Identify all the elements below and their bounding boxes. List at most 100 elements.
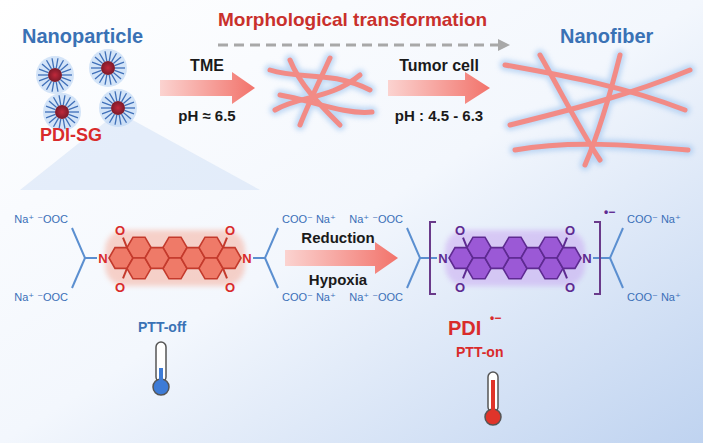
particle-spike <box>60 79 68 85</box>
atom-label: N <box>98 252 107 265</box>
particle-spike <box>102 110 111 113</box>
particle-spike <box>125 107 135 108</box>
particle-spike <box>92 62 101 65</box>
particle-spike <box>115 62 124 65</box>
chem-label: Na⁺ ⁻OOC <box>14 214 68 225</box>
compound-name: PDI-SG <box>40 126 102 144</box>
chem-label: Na⁺ ⁻OOC <box>349 292 403 303</box>
particle-spike <box>110 93 115 102</box>
chem-label: Na⁺ ⁻OOC <box>14 292 68 303</box>
particle-spike <box>101 107 111 108</box>
short-fibers <box>270 58 372 125</box>
particle-spike <box>46 114 55 117</box>
chem-label: PDI <box>448 318 481 338</box>
particle-core <box>55 105 69 119</box>
particle-spike <box>105 97 113 103</box>
particle-spike <box>60 64 68 70</box>
atom-label: O <box>225 281 235 294</box>
particle-spike <box>47 81 52 90</box>
atom-label: O <box>115 281 125 294</box>
ring-group <box>105 230 245 286</box>
particle-spike <box>39 69 48 72</box>
particle-spike <box>49 116 57 122</box>
carbonyl-bond <box>463 268 467 278</box>
ph-label: pH : 4.5 - 6.3 <box>395 108 483 123</box>
particle-spike <box>56 82 58 92</box>
chem-label: COO⁻ Na⁺ <box>627 292 681 303</box>
chem-label: Hypoxia <box>309 272 367 287</box>
particle-spike <box>105 51 107 61</box>
particle-core <box>111 101 125 115</box>
thermometer-cold <box>153 342 169 395</box>
arrow-head <box>498 39 510 51</box>
particle-core <box>101 61 115 75</box>
carbonyl-bond <box>223 238 227 248</box>
pink-arrow <box>285 242 398 274</box>
long-fibers <box>505 55 690 165</box>
atom-label: •− <box>604 206 615 218</box>
particle-spike <box>62 77 71 80</box>
chem-label: PTT-on <box>456 345 503 359</box>
particle-spike <box>46 106 55 109</box>
atom-label: N <box>242 252 251 265</box>
particle-spike <box>105 75 107 85</box>
pink-arrow <box>388 72 490 104</box>
chem-label: PTT-off <box>138 320 186 334</box>
particle-spike <box>95 57 103 63</box>
atom-label: O <box>455 224 465 237</box>
particle-spike <box>122 114 127 123</box>
atom-label: O <box>455 281 465 294</box>
chem-label: COO⁻ Na⁺ <box>282 292 336 303</box>
carbonyl-bond <box>463 238 467 248</box>
condition-label: Tumor cell <box>399 58 479 74</box>
particle-spike <box>69 114 78 117</box>
chem-label: COO⁻ Na⁺ <box>282 214 336 225</box>
particle-spike <box>45 111 55 112</box>
particle-spike <box>113 72 121 78</box>
atom-label: N <box>438 252 447 265</box>
particle-halo <box>99 89 137 127</box>
ph-label: pH ≈ 6.5 <box>178 108 235 123</box>
carbonyl-bond <box>123 238 127 248</box>
carbonyl-bond <box>123 268 127 278</box>
particle-spike <box>100 74 105 83</box>
particle-spike <box>62 69 71 72</box>
particle-spike <box>69 106 78 109</box>
aromatic-ring <box>145 248 169 269</box>
particle-spike <box>115 67 125 68</box>
particle-spike <box>62 74 72 75</box>
stage-label: Nanofiber <box>560 26 653 46</box>
particle-spike <box>54 97 59 106</box>
pdi-molecule <box>105 230 245 286</box>
particle-spike <box>67 101 75 107</box>
particle-spike <box>69 111 79 112</box>
particle-spike <box>52 82 54 92</box>
ring-group <box>445 230 585 286</box>
core-glow <box>445 230 585 286</box>
particle-spike <box>47 60 52 69</box>
chem-label: Na⁺ ⁻OOC <box>349 214 403 225</box>
particle-core <box>48 68 62 82</box>
particle-spike <box>38 74 48 75</box>
particle-spike <box>105 112 113 118</box>
particle-spike <box>113 57 121 63</box>
title-text: Morphological transformation <box>218 10 487 29</box>
particle-spike <box>42 64 50 70</box>
particle-spike <box>123 97 131 103</box>
particle-spike <box>100 53 105 62</box>
pink-arrow <box>160 72 255 104</box>
particle-spike <box>102 102 111 105</box>
atom-label: O <box>565 281 575 294</box>
particle-spike <box>91 67 101 68</box>
particle-spike <box>56 58 58 68</box>
particle-spike <box>119 115 121 125</box>
chem-label: COO⁻ Na⁺ <box>627 214 681 225</box>
particle-spike <box>115 115 117 125</box>
particle-halo <box>89 49 127 87</box>
particle-spike <box>42 79 50 85</box>
atom-label: O <box>565 224 575 237</box>
nanoparticles <box>36 49 137 131</box>
dashed-arrow <box>218 44 500 47</box>
atom-label: •− <box>490 312 501 324</box>
